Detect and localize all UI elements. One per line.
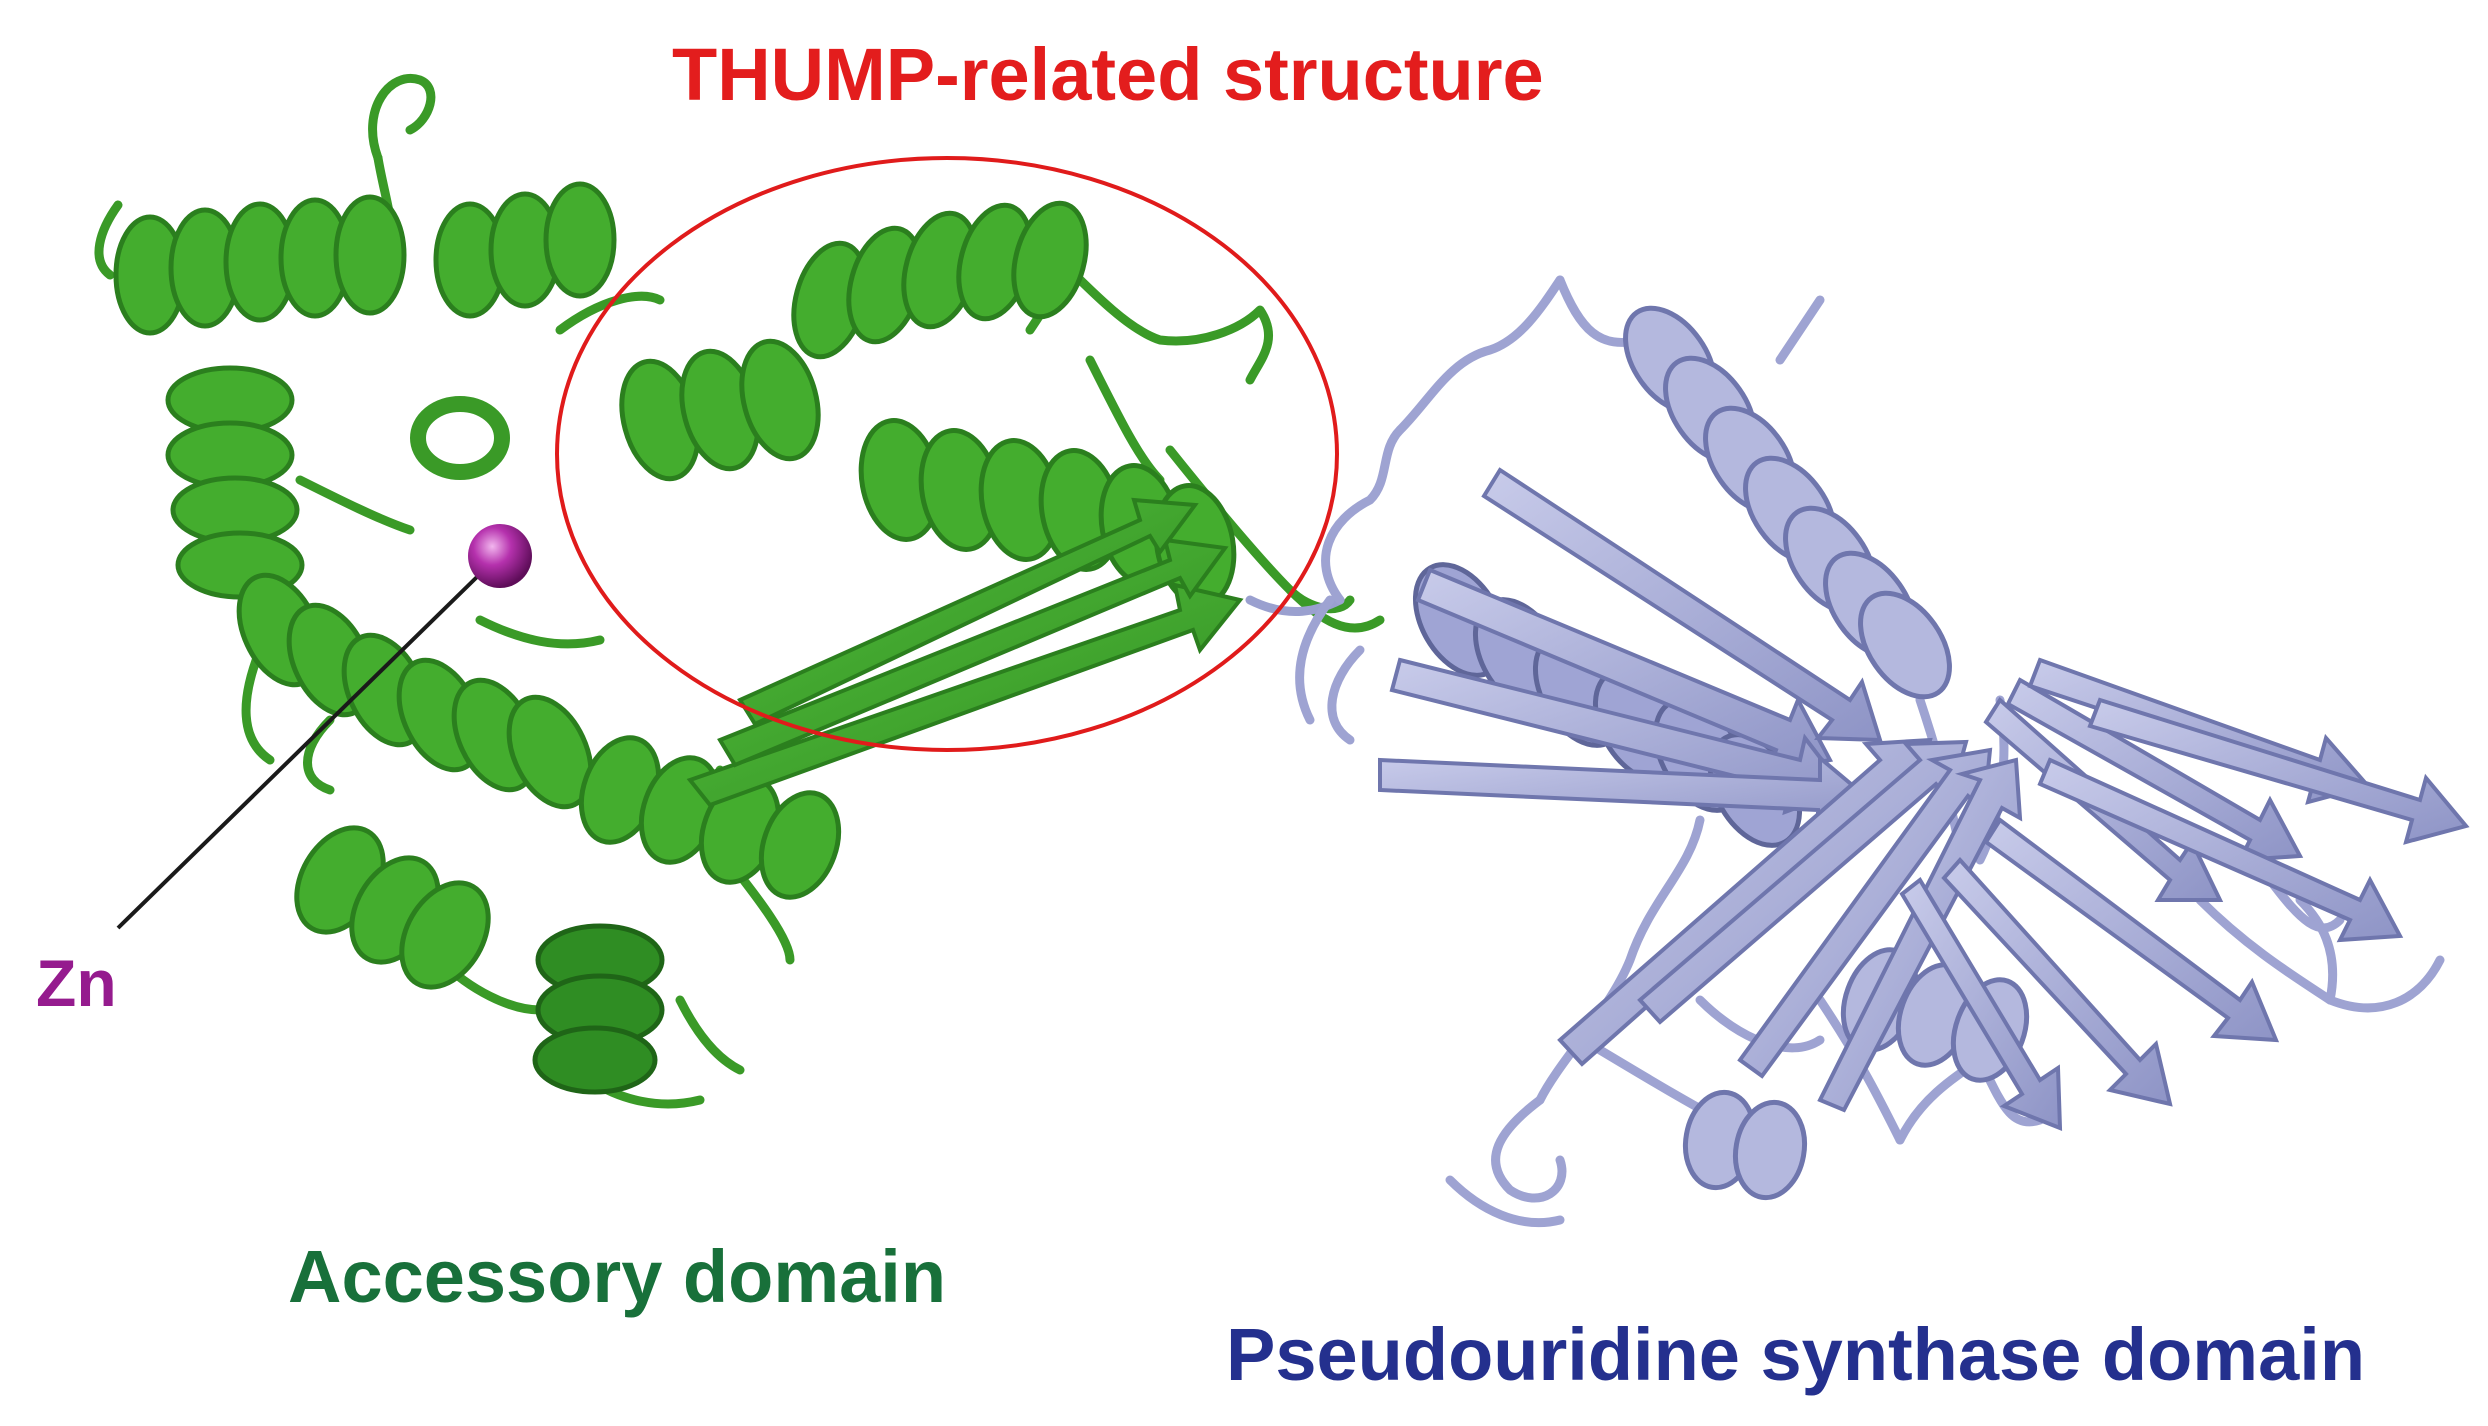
- zn-atom-sphere: [468, 524, 532, 588]
- zn-label: Zn: [36, 946, 117, 1020]
- thump-related-structure-label: THUMP-related structure: [672, 33, 1544, 116]
- thump-region-highlight-ellipse: [555, 156, 1339, 752]
- pseudouridine-synthase-domain-label: Pseudouridine synthase domain: [1226, 1313, 2366, 1396]
- accessory-domain-ribbon: [94, 74, 1385, 1109]
- zn-pointer-line: [116, 572, 482, 930]
- accessory-domain-label: Accessory domain: [288, 1235, 947, 1318]
- pseudouridine-synthase-domain-ribbon: [1245, 275, 2470, 1228]
